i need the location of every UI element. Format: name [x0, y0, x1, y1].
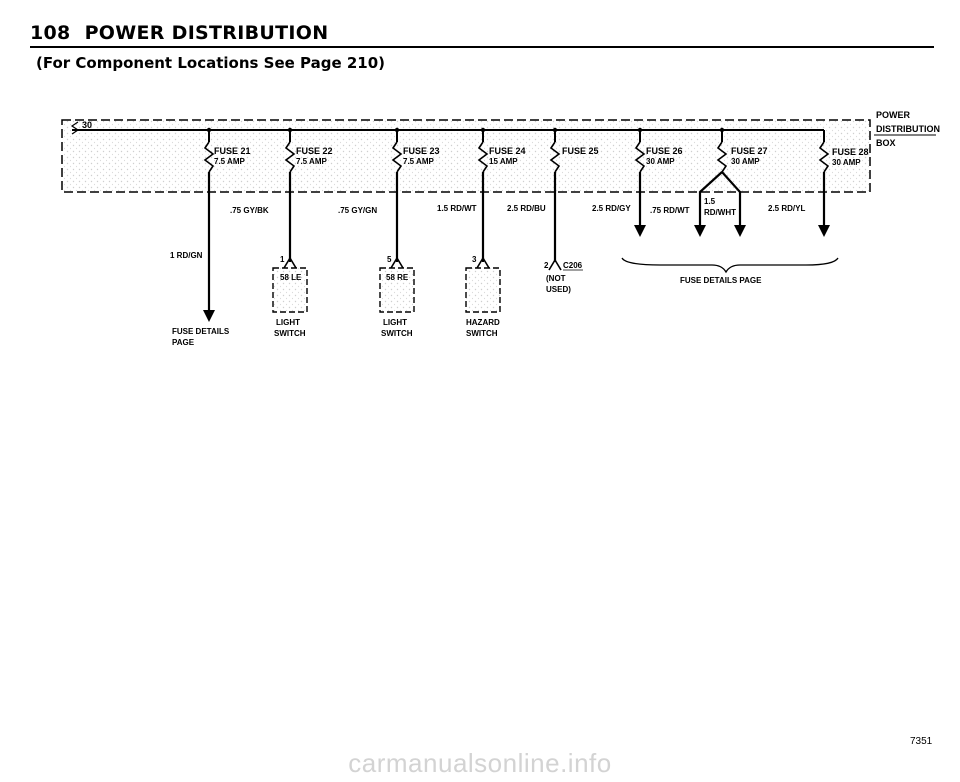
switch1-connector — [283, 256, 297, 269]
switch1-name-2: SWITCH — [274, 329, 306, 338]
switch2-name-1: LIGHT — [383, 318, 407, 327]
fuse-21-rating: 7.5 AMP — [214, 157, 245, 166]
fuse-details-right: FUSE DETAILS PAGE — [680, 276, 762, 285]
wire-label-7: .75 RD/WT — [650, 206, 690, 215]
wire-label-4: 1.5 RD/WT — [437, 204, 477, 213]
output-wires — [207, 171, 826, 310]
wire-label-8b: RD/WHT — [704, 208, 736, 217]
distribution-box — [61, 119, 871, 193]
connector-symbol — [548, 258, 562, 271]
title-rule — [30, 46, 934, 48]
fuse-22-name: FUSE 22 — [296, 146, 333, 156]
hazard-connector — [476, 256, 490, 269]
fuse-symbols — [203, 141, 830, 173]
not-used-1: (NOT — [546, 274, 566, 283]
bus-junction-dots — [206, 127, 725, 133]
page-subtitle: (For Component Locations See Page 210) — [36, 54, 386, 72]
page-heading: POWER DISTRIBUTION — [84, 22, 329, 44]
page-code: 7351 — [910, 736, 933, 747]
fuse-23-name: FUSE 23 — [403, 146, 440, 156]
wire-label-5: 2.5 RD/BU — [507, 204, 546, 213]
switch2-terminal: 58 RE — [386, 273, 409, 282]
fuse-26-rating: 30 AMP — [646, 157, 675, 166]
switch2-connector — [390, 256, 404, 269]
fuse-24-name: FUSE 24 — [489, 146, 526, 156]
fuse-22-rating: 7.5 AMP — [296, 157, 327, 166]
box-label-line1: POWER — [876, 110, 911, 120]
box-label-line3: BOX — [876, 138, 896, 148]
hazard-name-1: HAZARD — [466, 318, 500, 327]
fuse-21-name: FUSE 21 — [214, 146, 251, 156]
connector-pin: 2 — [544, 261, 549, 270]
fuse-details-left-2: PAGE — [172, 338, 195, 347]
fuse-details-left-1: FUSE DETAILS — [172, 327, 230, 336]
fuse-27-name: FUSE 27 — [731, 146, 768, 156]
wire-label-3: .75 GY/GN — [338, 206, 377, 215]
fuse-25-name: FUSE 25 — [562, 146, 599, 156]
wire-label-1: 1 RD/GN — [170, 251, 203, 260]
fuse-27-rating: 30 AMP — [731, 157, 760, 166]
fuse-24-rating: 15 AMP — [489, 157, 518, 166]
switch2-box — [379, 267, 415, 313]
not-used-2: USED) — [546, 285, 571, 294]
watermark: carmanualsonline.info — [348, 748, 612, 778]
terminal-30-label: 30 — [82, 120, 92, 130]
switch1-terminal: 58 LE — [280, 273, 302, 282]
hazard-pin: 3 — [472, 255, 477, 264]
hazard-box — [465, 267, 501, 313]
hazard-name-2: SWITCH — [466, 329, 498, 338]
switch2-name-2: SWITCH — [381, 329, 413, 338]
wire-label-2: .75 GY/BK — [230, 206, 269, 215]
page-number: 108 — [30, 22, 71, 44]
wire-label-9: 2.5 RD/YL — [768, 204, 805, 213]
fuse-details-brace — [621, 257, 839, 274]
wire-label-6: 2.5 RD/GY — [592, 204, 631, 213]
switch1-pin: 1 — [280, 255, 285, 264]
wire-label-8a: 1.5 — [704, 197, 716, 206]
fuse-26-name: FUSE 26 — [646, 146, 683, 156]
switch1-box — [272, 267, 308, 313]
connector-id: C206 — [563, 261, 583, 270]
switch2-pin: 5 — [387, 255, 392, 264]
terminal-30-lead — [70, 121, 80, 135]
page-title: 108 POWER DISTRIBUTION — [30, 22, 328, 44]
wire-arrows — [203, 225, 830, 322]
fuse-28-name: FUSE 28 — [832, 147, 869, 157]
switch1-name-1: LIGHT — [276, 318, 300, 327]
box-label-line2: DISTRIBUTION — [876, 124, 940, 134]
fuse-23-rating: 7.5 AMP — [403, 157, 434, 166]
fuse-28-rating: 30 AMP — [832, 158, 861, 167]
